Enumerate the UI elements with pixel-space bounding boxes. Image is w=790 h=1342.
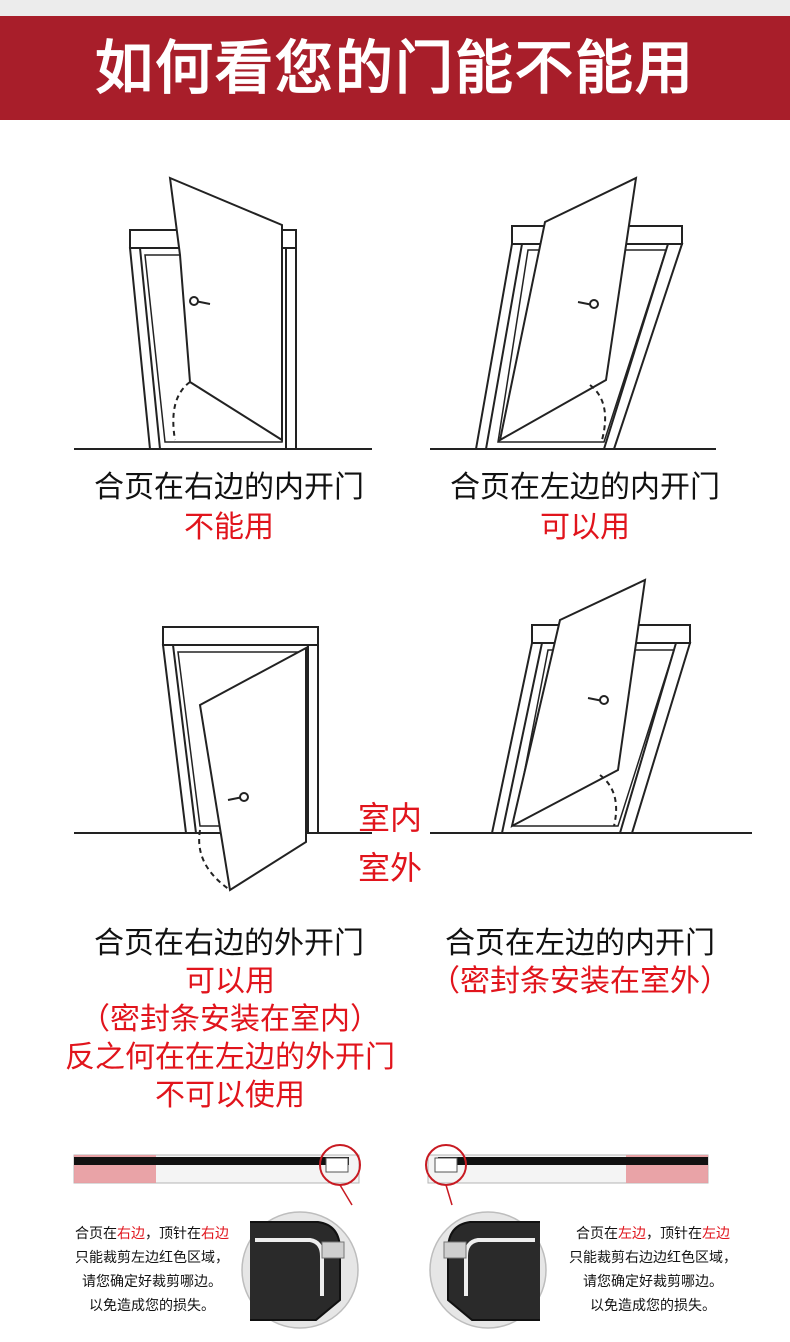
panel-4-verdict-line-1: （密封条安装在室外） <box>430 964 730 999</box>
note-right-line-4: 以免造成您的损失。 <box>590 1298 716 1314</box>
note-right-line-2: 只能裁剪右边边红色区域， <box>569 1250 737 1266</box>
seal-strip-left <box>73 1144 361 1186</box>
note-left-line-4: 以免造成您的损失。 <box>89 1298 215 1314</box>
top-strip <box>0 0 790 16</box>
note-left: 合页在右边，顶针在右边 只能裁剪左边红色区域， 请您确定好裁剪哪边。 以免造成您… <box>52 1222 252 1318</box>
note-right: 合页在左边，顶针在左边 只能裁剪右边边红色区域， 请您确定好裁剪哪边。 以免造成… <box>548 1222 758 1318</box>
outside-label: 室外 <box>358 849 423 887</box>
panel-1-caption: 合页在右边的内开门 <box>94 470 364 505</box>
panel-2-caption: 合页在左边的内开门 <box>450 470 720 505</box>
inside-label: 室内 <box>358 799 423 837</box>
door-illustration-2 <box>430 176 716 450</box>
panel-1-verdict: 不能用 <box>184 510 274 545</box>
door-illustration-1 <box>74 176 372 450</box>
panel-3-verdict-line-4: 不可以使用 <box>155 1078 305 1113</box>
panel-2-verdict: 可以用 <box>540 510 630 545</box>
panel-3-verdict-line-3: 反之何在在左边的外开门 <box>65 1040 395 1075</box>
note-right-line-3: 请您确定好裁剪哪边。 <box>583 1274 723 1290</box>
door-illustration-3 <box>74 626 372 892</box>
title-banner: 如何看您的门能不能用 <box>0 16 790 120</box>
panel-3-caption: 合页在右边的外开门 <box>94 926 364 961</box>
pin-detail-right <box>429 1184 547 1329</box>
panel-4-caption: 合页在左边的内开门 <box>445 926 715 961</box>
pin-detail-left <box>241 1184 359 1329</box>
page-title: 如何看您的门能不能用 <box>94 34 695 102</box>
door-illustration-4 <box>430 578 752 834</box>
note-left-line-3: 请您确定好裁剪哪边。 <box>82 1274 222 1290</box>
note-left-line-2: 只能裁剪左边红色区域， <box>75 1250 229 1266</box>
seal-strip-right <box>425 1144 709 1186</box>
panel-3-verdict-line-1: 可以用 <box>185 964 275 999</box>
note-left-line-1: 合页在右边，顶针在右边 <box>75 1226 229 1242</box>
panel-3-verdict-line-2: （密封条安装在室内） <box>80 1002 380 1037</box>
note-right-line-1: 合页在左边，顶针在左边 <box>576 1226 730 1242</box>
